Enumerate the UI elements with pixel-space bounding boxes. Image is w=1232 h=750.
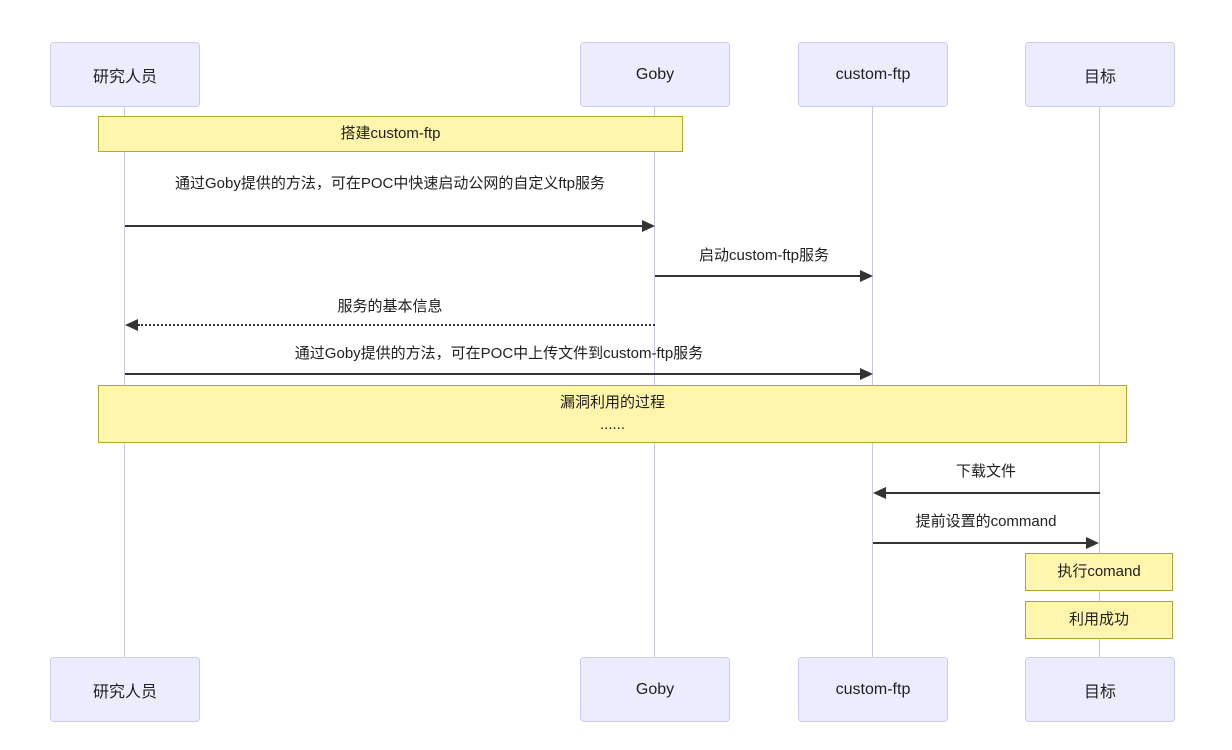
message-label-1: 通过Goby提供的方法，可在POC中快速启动公网的自定义ftp服务 [174,175,606,192]
message-line-2 [655,275,861,277]
note-line-1: 漏洞利用的过程 [559,394,665,412]
actor-top-custom-ftp: custom-ftp [798,42,948,107]
actor-bottom-researcher: 研究人员 [50,657,200,722]
actor-label: 目标 [1083,68,1116,86]
message-line-4 [125,373,861,375]
note-label: 执行comand [1057,563,1141,581]
actor-label: 研究人员 [92,68,157,86]
note-exploit-success: 利用成功 [1025,601,1173,639]
message-line-5 [886,492,1100,494]
message-label-4: 通过Goby提供的方法，可在POC中上传文件到custom-ftp服务 [294,345,704,362]
lifeline-goby [654,107,655,657]
actor-bottom-target: 目标 [1025,657,1175,722]
note-line-2: ...... [599,416,625,433]
note-label: 利用成功 [1068,611,1129,629]
actor-label: Goby [635,65,675,83]
actor-bottom-custom-ftp: custom-ftp [798,657,948,722]
arrowhead-right-icon [642,220,655,232]
message-label-3: 服务的基本信息 [337,298,443,315]
arrowhead-right-icon [860,368,873,380]
actor-label: custom-ftp [835,65,911,83]
note-label: 搭建custom-ftp [340,125,441,143]
arrowhead-left-icon [125,319,138,331]
lifeline-custom-ftp [872,107,873,657]
message-label-2: 启动custom-ftp服务 [698,247,830,264]
actor-top-target: 目标 [1025,42,1175,107]
message-label-6: 提前设置的command [915,513,1057,530]
note-setup-custom-ftp: 搭建custom-ftp [98,116,683,152]
arrowhead-right-icon [1086,537,1099,549]
actor-label: Goby [635,680,675,698]
arrowhead-left-icon [873,487,886,499]
message-label-5: 下载文件 [955,463,1017,480]
message-line-3 [138,324,655,326]
actor-top-goby: Goby [580,42,730,107]
message-line-6 [873,542,1087,544]
note-execute-command: 执行comand [1025,553,1173,591]
actor-label: 研究人员 [92,683,157,701]
message-line-1 [125,225,643,227]
actor-label: 目标 [1083,683,1116,701]
lifeline-target [1099,107,1100,657]
note-exploit-process: 漏洞利用的过程 ...... [98,385,1127,443]
arrowhead-right-icon [860,270,873,282]
lifeline-researcher [124,107,125,657]
actor-top-researcher: 研究人员 [50,42,200,107]
actor-bottom-goby: Goby [580,657,730,722]
actor-label: custom-ftp [835,680,911,698]
